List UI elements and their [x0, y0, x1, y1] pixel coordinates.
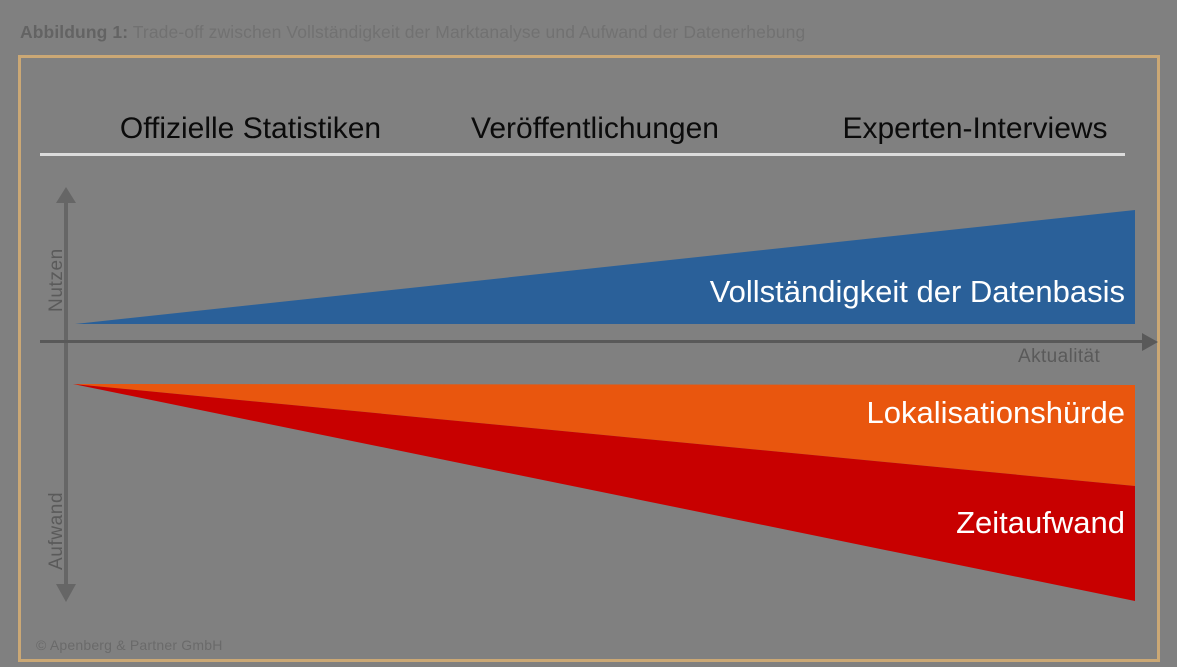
copyright-credit: © Apenberg & Partner GmbH [36, 637, 223, 653]
header-divider-rule [40, 153, 1125, 156]
axis-label-aufwand: Aufwand [46, 491, 67, 570]
column-header-veroeffentlichungen: Veröffentlichungen [471, 112, 719, 145]
axis-down-arrowhead-icon [56, 584, 76, 602]
figure-caption-prefix: Abbildung 1: [20, 22, 129, 42]
wedge-vollstaendigkeit-der-datenbasis [75, 210, 1135, 324]
figure-caption-text: Trade-off zwischen Vollständigkeit der M… [128, 22, 806, 42]
axis-label-aktualitaet: Aktualität [1018, 346, 1101, 367]
axis-up-arrowhead-icon [56, 187, 76, 203]
wedge-label-zeitaufwand: Zeitaufwand [956, 505, 1125, 540]
wedge-zeitaufwand [73, 384, 1135, 601]
figure-frame [18, 55, 1160, 662]
figure-caption: Abbildung 1: Trade-off zwischen Vollstän… [20, 18, 1150, 46]
axis-vertical-up [64, 199, 68, 344]
column-header-experten-interviews: Experten-Interviews [842, 112, 1108, 145]
axis-right-arrowhead-icon [1142, 333, 1158, 351]
axis-label-nutzen: Nutzen [46, 248, 67, 312]
axis-horizontal [40, 340, 1145, 343]
wedge-label-vollstaendigkeit-der-datenbasis: Vollständigkeit der Datenbasis [709, 274, 1125, 309]
column-header-offizielle-statistiken: Offizielle Statistiken [119, 112, 382, 145]
axis-vertical-down [64, 341, 68, 586]
wedge-label-lokalisationshuerde: Lokalisationshürde [866, 395, 1125, 430]
